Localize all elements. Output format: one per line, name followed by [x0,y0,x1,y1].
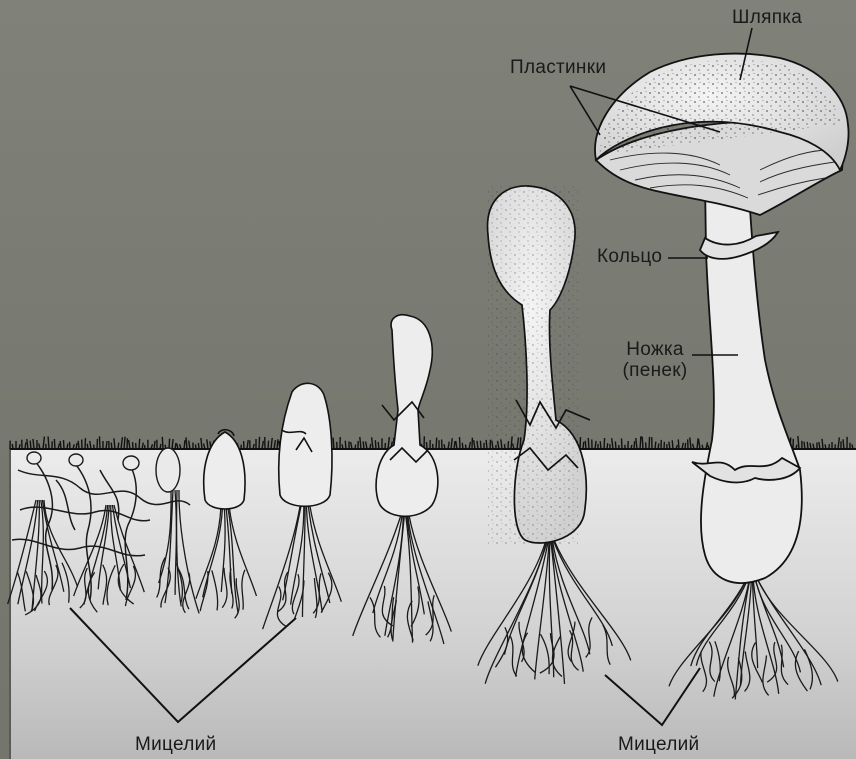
grass-blade [60,441,61,449]
label-ring: Кольцо [597,247,662,268]
grass-blade [154,441,155,449]
grass-blade [480,441,481,449]
grass-blade [360,437,361,449]
grass-blade [351,442,352,449]
grass-blade [186,437,187,449]
grass-blade [106,441,107,449]
grass-blade [172,439,173,449]
grass-blade [585,441,586,449]
grass-blade [139,439,140,449]
grass-blade [843,439,844,449]
grass-blade [486,440,487,449]
primordium-3 [376,315,438,516]
grass-blade [388,437,389,449]
grass-blade [78,441,79,449]
label-gills: Пластинки [510,58,606,79]
grass-blade [690,437,691,449]
grass-blade [636,438,637,449]
grass-blade [642,437,643,449]
primordium-2 [279,383,332,506]
grass-blade [672,440,673,449]
grass-blade [669,442,670,449]
grass-blade [655,442,656,449]
label-stem-line1: Ножка [620,340,690,361]
grass-blade [333,438,334,449]
grass-blade [124,437,125,449]
grass-blade [612,438,613,449]
grass-blade [259,437,260,449]
grass-blade [595,441,596,449]
grass-blade [838,437,839,449]
grass-blade [640,436,641,449]
grass-blade [247,440,248,449]
grass-blade [121,437,122,449]
grass-blade [99,436,100,449]
grass-blade [469,442,470,449]
grass-blade [345,441,346,449]
grass-blade [649,437,650,449]
grass-blade [90,441,91,449]
grass-blade [271,438,272,449]
grass-blade [162,437,163,449]
grass-blade [54,439,55,449]
grass-blade [474,440,475,449]
grass-blade [804,442,805,449]
grass-blade [207,439,208,449]
grass-blade [372,437,373,449]
label-mycelium-right: Мицелий [618,735,699,756]
label-cap: Шляпка [732,8,802,29]
grass-blade [798,436,799,449]
grass-blade [378,442,379,449]
label-mycelium-left: Мицелий [135,735,216,756]
grass-blade [114,438,115,449]
grass-blade [43,437,44,449]
grass-blade [621,438,622,449]
grass-blade [604,438,605,449]
grass-blade [819,442,820,449]
grass-blade [366,441,367,449]
grass-blade [274,440,275,449]
grass-blade [448,442,449,449]
grass-blade [48,436,49,449]
grass-blade [33,439,34,449]
grass-blade [451,438,452,449]
grass-blade [63,440,64,449]
label-stem: Ножка (пенек) [620,340,690,382]
grass-blade [454,441,455,449]
grass-blade [363,441,364,449]
grass-blade [129,440,130,449]
grass-blade [600,441,601,449]
fruiting-body-stage-4 [488,186,590,546]
grass-blade [436,438,437,449]
grass-blade [184,440,185,449]
grass-blade [807,442,808,449]
grass-blade [27,439,28,449]
grass-blade [201,438,202,449]
grass-blade [277,439,278,449]
grass-blade [580,437,581,449]
grass-blade [699,439,700,449]
grass-blade [456,441,457,449]
grass-blade [588,438,589,449]
grass-blade [30,441,31,449]
grass-blade [634,441,635,449]
grass-blade [189,441,190,449]
grass-blade [678,439,679,449]
grass-blade [822,439,823,449]
grass-blade [262,441,263,449]
grass-blade [615,441,616,449]
grass-blade [375,440,376,449]
label-stem-line2: (пенек) [620,361,690,382]
grass-blade [477,441,478,449]
grass-blade [583,442,584,449]
grass-blade [268,441,269,449]
